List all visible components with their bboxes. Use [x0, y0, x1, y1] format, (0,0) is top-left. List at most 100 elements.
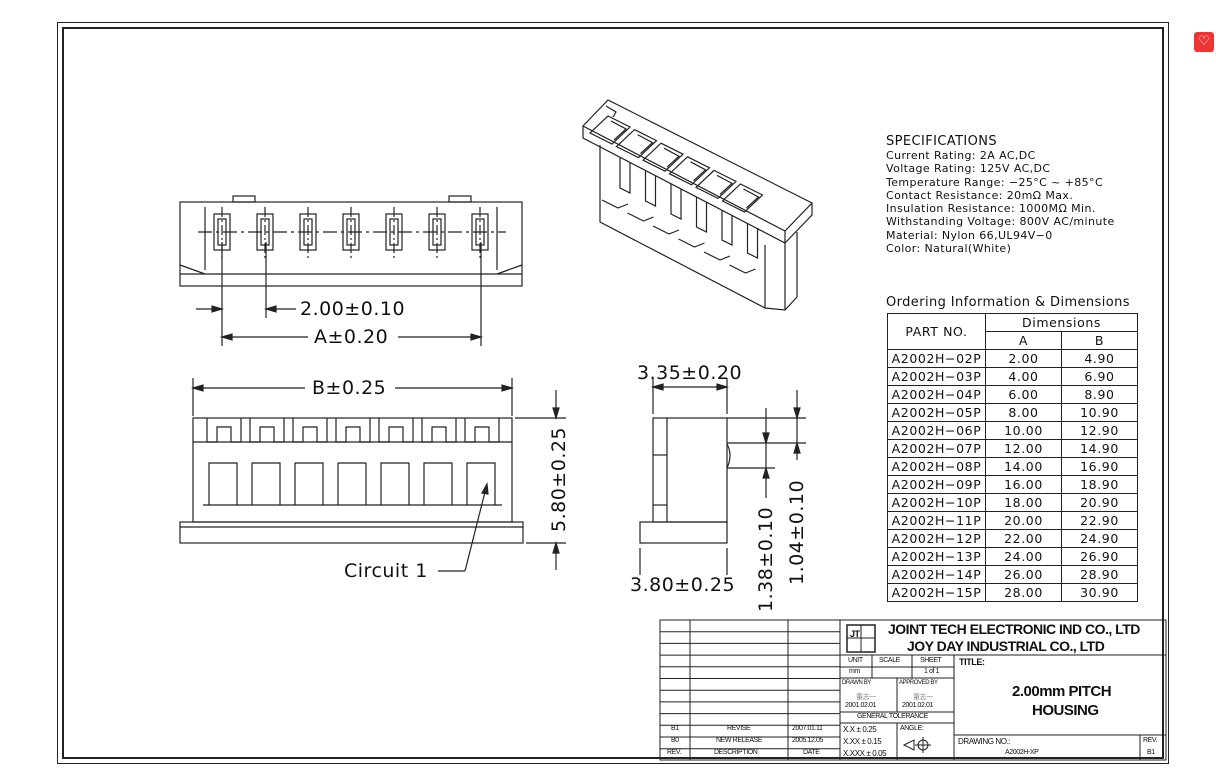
dim-a-cell: 18.00 — [985, 493, 1062, 512]
iso-cell — [694, 169, 738, 200]
drawing-no-label: DRAWING NO.: — [958, 737, 1011, 746]
top-dim-lines — [196, 242, 484, 346]
front-slot-window — [423, 462, 453, 505]
iso-foot — [627, 212, 654, 222]
sheet-value: 1 of 1 — [924, 668, 940, 675]
front-slot-top — [292, 418, 328, 443]
drawn-by-name: 董志一 — [856, 694, 876, 701]
part-number-cell: A2002H−15P — [887, 583, 986, 602]
dim-a-cell: 28.00 — [985, 583, 1062, 602]
drawing-border-inner — [62, 27, 1164, 759]
dim-a-cell: 6.00 — [985, 385, 1062, 404]
heart-chat-icon[interactable]: ♡ — [1194, 32, 1214, 52]
iso-cell-inner — [690, 161, 707, 182]
part-number-cell: A2002H−02P — [887, 349, 986, 368]
front-slot-top — [421, 418, 457, 443]
front-slot-top — [464, 418, 500, 443]
iso-cell — [641, 142, 685, 172]
dim-a-cell: 2.00 — [985, 349, 1062, 368]
approved-by-name: 董志一 — [913, 694, 933, 701]
unit-label: UNIT — [848, 657, 863, 664]
side-v1-dim-label: 1.38±0.10 — [755, 506, 777, 612]
iso-slot — [746, 223, 759, 259]
drawn-date: 2001.02.01 — [845, 702, 877, 709]
front-slot-top — [206, 418, 242, 443]
iso-cell-inner — [663, 147, 681, 168]
dim-b-cell: 10.90 — [1061, 403, 1138, 422]
spec-line: Temperature Range: −25°C ~ +85°C — [886, 175, 1104, 189]
dim-b-cell: 20.90 — [1061, 493, 1138, 512]
dim-a-cell: 10.00 — [985, 421, 1062, 440]
part-number-cell: A2002H−13P — [887, 547, 986, 566]
side-top-dim-label: 3.35±0.20 — [637, 362, 743, 384]
part-number-cell: A2002H−11P — [887, 511, 986, 530]
dim-a-cell: 8.00 — [985, 403, 1062, 422]
dim-a-cell: 16.00 — [985, 475, 1062, 494]
spec-line: Voltage Rating: 125V AC,DC — [886, 162, 1051, 176]
general-tolerance-label: GENERAL TOLERANCE — [857, 713, 928, 720]
part-number-cell: A2002H−07P — [887, 439, 986, 458]
side-v2-dim-label: 1.04±0.10 — [786, 479, 808, 585]
specifications-block: SPECIFICATIONS Current Rating: 2A AC,DC … — [886, 134, 1115, 256]
iso-cell-inner — [610, 120, 628, 141]
dim-b-cell: 12.90 — [1061, 421, 1138, 440]
dim-b-cell: 16.90 — [1061, 457, 1138, 476]
part-number-cell: A2002H−09P — [887, 475, 986, 494]
iso-cell — [668, 156, 711, 186]
dim-b-cell: 22.90 — [1061, 511, 1138, 530]
dim-b-cell: 6.90 — [1061, 367, 1138, 386]
specifications-title: SPECIFICATIONS — [886, 134, 998, 149]
front-slot-window — [380, 462, 410, 505]
unit-value: mm — [849, 668, 860, 675]
front-view — [179, 378, 566, 572]
dim-a-cell: 20.00 — [985, 511, 1062, 530]
iso-cell-inner — [743, 188, 760, 209]
part-number-cell: A2002H−05P — [887, 403, 986, 422]
front-slot-window — [294, 462, 324, 505]
iso-cell — [588, 115, 632, 145]
side-bottom-dim-label: 3.80±0.25 — [630, 574, 736, 596]
iso-slot — [721, 210, 733, 246]
dim-b-cell: 4.90 — [1061, 349, 1138, 368]
iso-cell — [615, 128, 658, 159]
iso-foot — [652, 225, 680, 235]
ordering-title: Ordering Information & Dimensions — [886, 295, 1130, 310]
company-name-1: JOINT TECH ELECTRONIC IND CO., LTD — [888, 621, 1140, 637]
rev-label: REV. — [1143, 737, 1158, 744]
part-no-header: PART NO. — [887, 313, 986, 350]
pitch-dim-label: 2.00±0.10 — [300, 298, 406, 320]
part-number-cell: A2002H−03P — [887, 367, 986, 386]
front-slot-window — [466, 462, 496, 505]
iso-slot — [619, 158, 631, 194]
revision-desc: REVISE — [727, 725, 751, 732]
dim-b-cell: 26.90 — [1061, 547, 1138, 566]
iso-slot — [670, 184, 682, 220]
iso-foot — [729, 264, 756, 274]
dim-b-cell: 8.90 — [1061, 385, 1138, 404]
drawing-title-1: 2.00mm PITCH — [1012, 683, 1112, 700]
dim-b-cell: 18.90 — [1061, 475, 1138, 494]
spec-line: Insulation Resistance: 1000MΩ Min. — [886, 202, 1096, 216]
dim-a-cell: 26.00 — [985, 565, 1062, 584]
drawing-title-2: HOUSING — [1032, 702, 1099, 719]
revision-desc: NEW RELEASE — [716, 737, 763, 744]
isometric-view — [582, 99, 813, 311]
revision-date: 2007.01.11 — [792, 725, 823, 732]
part-number-cell: A2002H−12P — [887, 529, 986, 548]
dim-b-header: B — [1061, 331, 1138, 350]
front-slot-top — [335, 418, 371, 443]
spec-line: Current Rating: 2A AC,DC — [886, 149, 1036, 162]
